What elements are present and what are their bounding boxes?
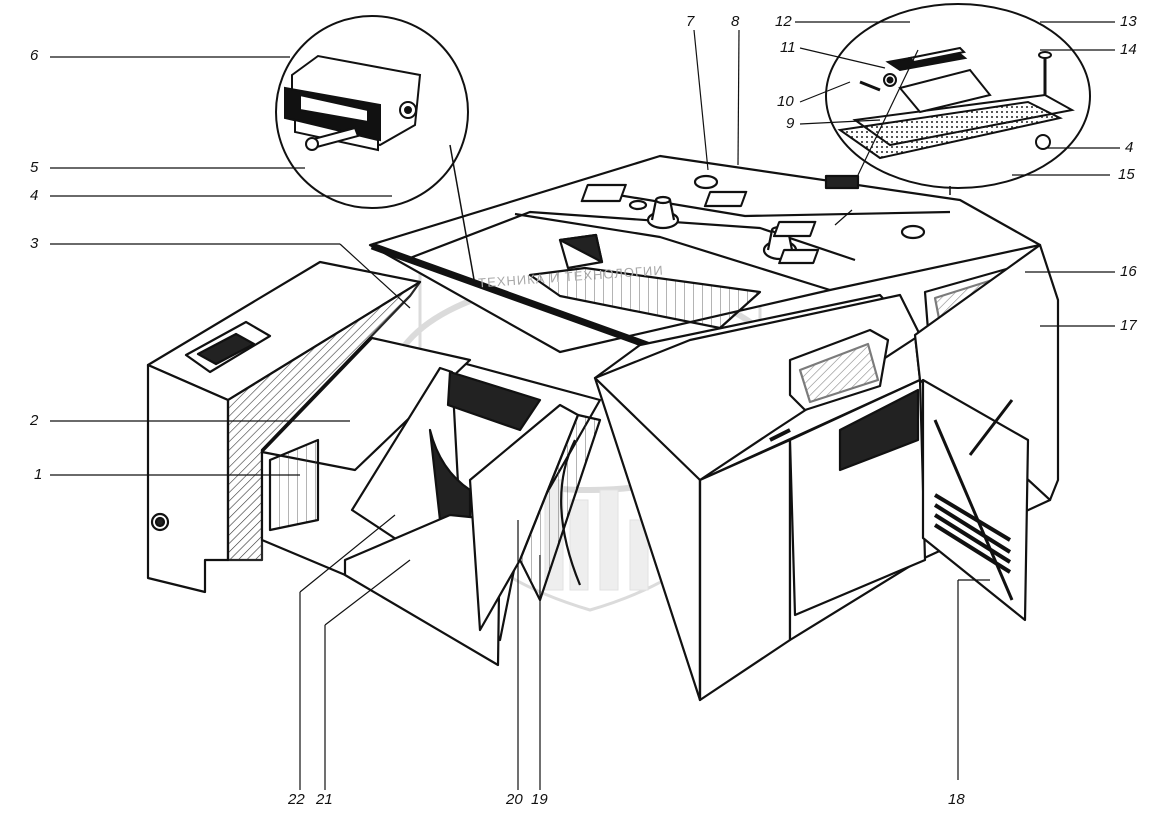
side-panel-1 bbox=[268, 438, 320, 532]
left-cowl-front bbox=[146, 363, 230, 594]
callout-3: 3 bbox=[30, 235, 39, 252]
callout-16: 16 bbox=[1120, 263, 1137, 280]
callout-2: 2 bbox=[30, 412, 39, 429]
leader-lines bbox=[50, 21, 1120, 790]
door-18 bbox=[921, 378, 1030, 622]
cab-body bbox=[146, 154, 1060, 702]
cab-lower-left bbox=[698, 438, 792, 702]
well-opening bbox=[446, 370, 542, 432]
inset-detail-right bbox=[825, 3, 1091, 189]
callout-4-right: 4 bbox=[1125, 139, 1134, 156]
callout-6: 6 bbox=[30, 47, 39, 64]
callout-4-left: 4 bbox=[30, 187, 39, 204]
callout-11: 11 bbox=[780, 39, 796, 56]
callout-13: 13 bbox=[1120, 13, 1137, 30]
callout-12: 12 bbox=[775, 13, 792, 30]
vent-knob-left bbox=[646, 195, 680, 230]
callout-1: 1 bbox=[34, 466, 43, 483]
rear-panel-2 bbox=[260, 336, 472, 472]
callout-5: 5 bbox=[30, 159, 39, 176]
callout-17: 17 bbox=[1120, 317, 1137, 334]
roof-hatch-panel bbox=[528, 266, 762, 330]
callout-19: 19 bbox=[531, 791, 548, 808]
inset-detail-left bbox=[275, 15, 469, 209]
callout-7: 7 bbox=[686, 13, 695, 30]
callout-18: 18 bbox=[948, 791, 965, 808]
callout-9: 9 bbox=[786, 115, 795, 132]
panel-19 bbox=[518, 413, 602, 602]
callout-14: 14 bbox=[1120, 41, 1137, 58]
callout-15: 15 bbox=[1118, 166, 1135, 183]
callout-21: 21 bbox=[316, 791, 333, 808]
callout-20: 20 bbox=[506, 791, 523, 808]
callout-22: 22 bbox=[288, 791, 305, 808]
callout-10: 10 bbox=[777, 93, 794, 110]
callout-8: 8 bbox=[731, 13, 740, 30]
